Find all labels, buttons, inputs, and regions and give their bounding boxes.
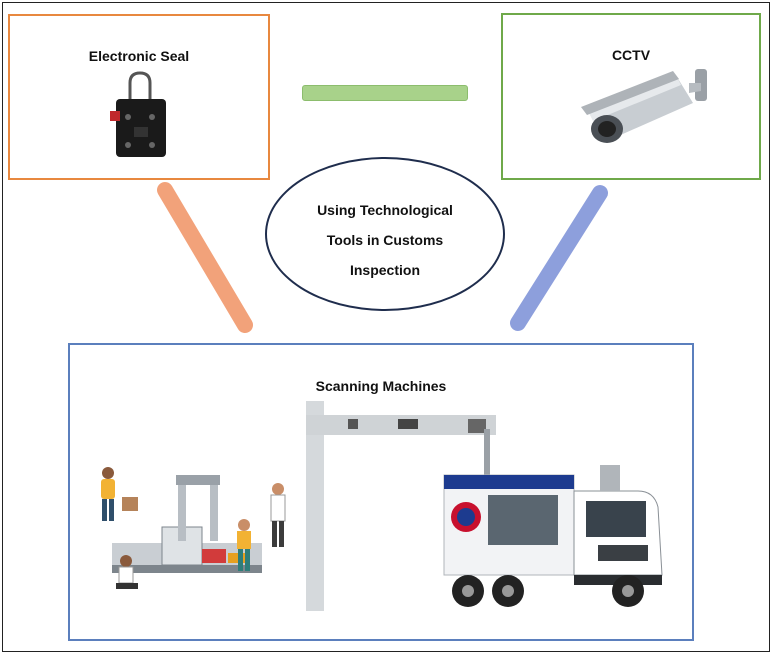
cctv-box: CCTV — [501, 13, 761, 180]
electronic-seal-box: Electronic Seal — [8, 14, 270, 180]
scanning-machines-box: Scanning Machines — [68, 343, 694, 641]
connector-cctv-to-scan — [510, 185, 608, 331]
cctv-camera-icon — [581, 69, 707, 143]
mobile-scanning-truck-illustration — [306, 401, 663, 611]
connector-seal-to-cctv — [302, 85, 468, 101]
center-topic-label: Using Technological Tools in Customs Ins… — [317, 202, 453, 278]
electronic-seal-title: Electronic Seal — [88, 48, 190, 64]
connector-seal-to-scan — [157, 182, 253, 333]
center-topic-ellipse: Using Technological Tools in Customs Ins… — [265, 157, 505, 311]
scanning-machines-title: Scanning Machines — [315, 378, 447, 394]
cctv-title: CCTV — [611, 47, 651, 63]
diagram-frame — [2, 2, 770, 652]
airport-security-scanner-illustration — [101, 467, 286, 589]
electronic-seal-device-icon — [110, 71, 166, 157]
